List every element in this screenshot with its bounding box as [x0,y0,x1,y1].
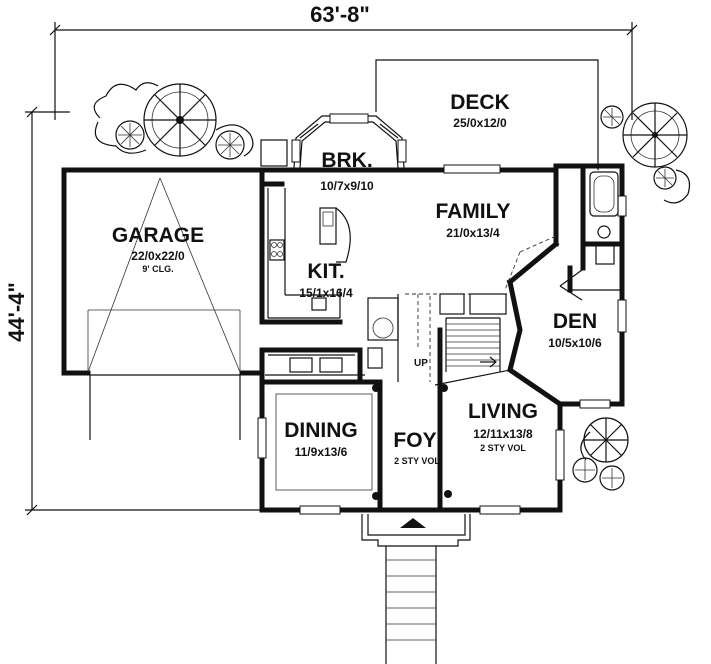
living-name: LIVING [468,400,538,423]
tree-left-icon [93,82,254,160]
interior-walls [259,163,625,508]
dining-area-outline [275,393,373,491]
overall-width-label: 63'-8" [310,2,370,27]
deck-name: DECK [450,91,510,114]
living-size: 12/11x13/8 [473,427,533,441]
dining-name: DINING [284,419,358,442]
overall-depth-label: 44'-4" [4,282,29,342]
width-dimension [49,22,638,120]
tree-bottom-right-icon [572,417,629,491]
breakfast-bay-window [291,113,407,169]
kitchen-size: 15/1x16/4 [299,286,353,300]
family-size: 21/0x13/4 [446,226,500,240]
stairs-up-label: UP [414,358,428,369]
stairs [439,293,507,372]
kitchen-island [269,207,351,311]
columns [372,384,452,500]
garage-ceiling-note: 9' CLG. [142,264,173,274]
foyer-volume-note: 2 STY VOL [394,456,440,466]
dashed-ceiling-lines [417,235,557,382]
bath-fixtures [589,171,619,265]
windows [257,164,627,515]
patio-pad [260,139,288,167]
front-porch [361,514,471,664]
garage-size: 22/0x22/0 [131,249,185,263]
foyer-name: FOY [393,429,436,452]
deck-size: 25/0x12/0 [453,116,507,130]
depth-dimension [25,106,262,516]
breakfast-name: BRK. [321,149,372,172]
deck-outline [375,59,599,170]
breakfast-size: 10/7x9/10 [320,179,374,193]
garage-name: GARAGE [112,224,204,247]
kitchen-name: KIT. [307,260,344,283]
family-name: FAMILY [435,200,510,223]
laundry-area [289,293,510,382]
den-name: DEN [553,310,597,333]
tree-right-icon [600,102,691,204]
garage-walls [61,167,265,440]
den-size: 10/5x10/6 [548,336,602,350]
living-volume-note: 2 STY VOL [480,443,526,453]
dining-size: 11/9x13/6 [295,445,348,459]
